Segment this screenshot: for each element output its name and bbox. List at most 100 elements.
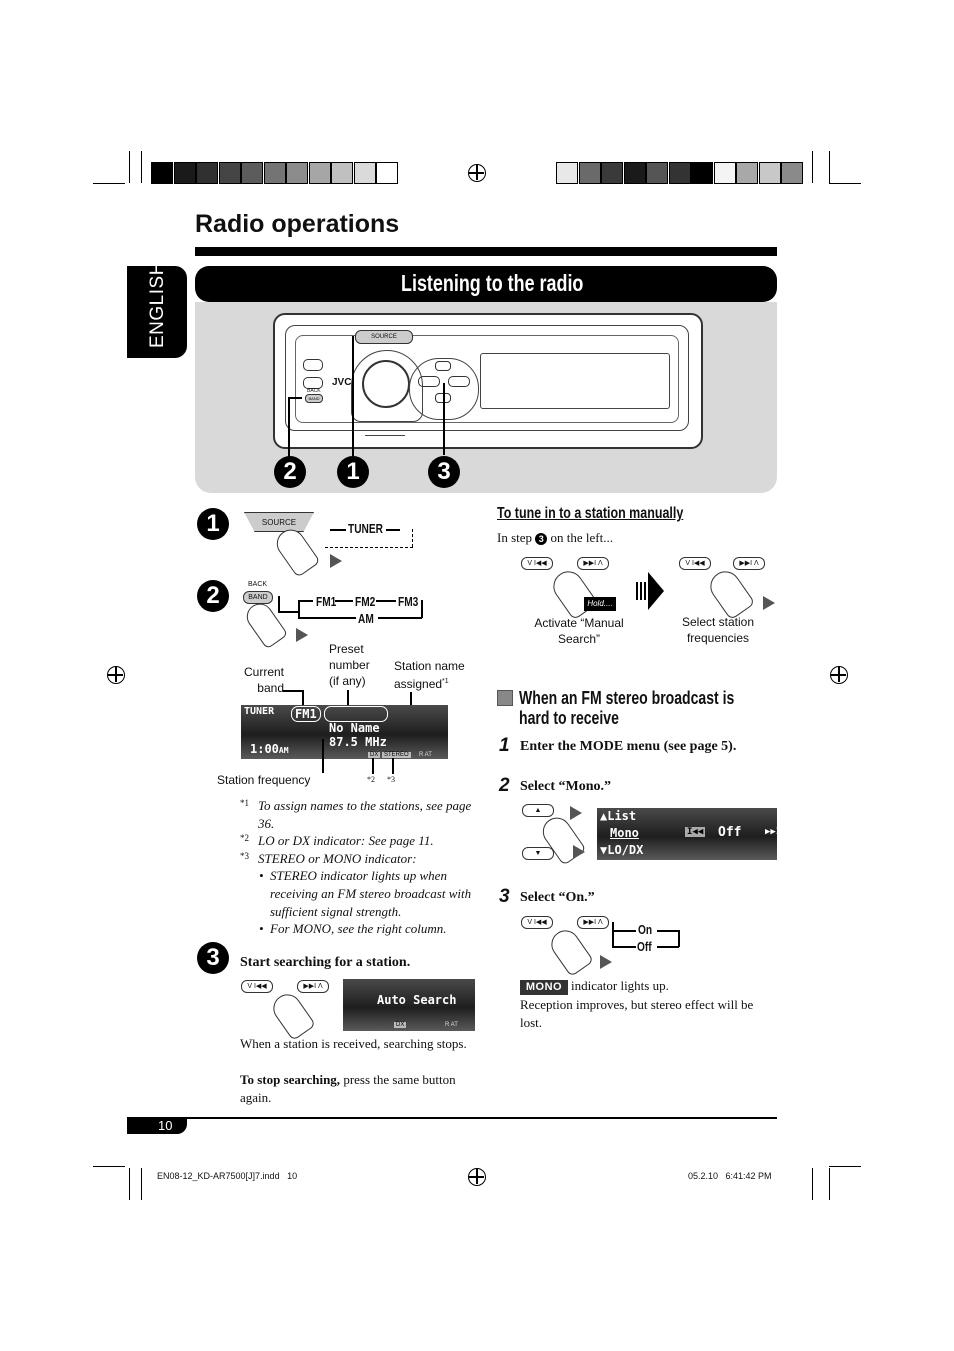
control-dial[interactable] <box>362 360 410 408</box>
color-swatch <box>218 162 241 184</box>
color-swatch <box>263 162 286 184</box>
search-result-text: When a station is received, searching st… <box>240 1036 467 1051</box>
bullet-marker: • <box>259 868 264 883</box>
fm-step-2-text: Select “Mono.” <box>520 779 611 794</box>
label-station-name: Station name assigned*1 <box>394 658 474 692</box>
car-stereo-unit: SOURCE BACK BAND JVC <box>273 313 703 449</box>
color-swatch <box>601 162 623 184</box>
page-number-tab: 10 <box>127 1118 187 1134</box>
color-swatch <box>353 162 376 184</box>
lcd-frequency: 87.5 MHz <box>329 735 387 749</box>
stop-search-text: To stop searching, press the same button… <box>240 1071 470 1107</box>
menu-lodx-text: LO/DX <box>607 843 644 857</box>
hold-label: Hold.... <box>584 597 616 611</box>
footer-rule <box>127 1117 777 1119</box>
menu-lodx: ▼LO/DX <box>600 843 644 857</box>
menu-list-text: List <box>607 809 637 823</box>
activate-manual-search-label: Activate “Manual Search” <box>534 616 624 646</box>
source-button-illustration: SOURCE <box>244 512 314 532</box>
footnote-2: LO or DX indicator: See page 11. <box>258 833 434 848</box>
color-swatch <box>376 162 398 184</box>
section-square-icon <box>497 690 513 706</box>
title-rule <box>195 247 777 256</box>
color-swatch <box>308 162 331 184</box>
page-number: 10 <box>158 1118 173 1133</box>
source-button[interactable]: SOURCE <box>355 330 413 344</box>
callout-3: 3 <box>428 456 460 488</box>
arrow-icon <box>573 845 585 859</box>
finger-icon <box>271 524 321 578</box>
finger-icon <box>545 924 595 978</box>
down-button-illustration: ▼ <box>522 847 554 860</box>
label-station-name-text: Station name assigned <box>394 659 465 691</box>
menu-next-icon: ▶▶I <box>765 827 782 837</box>
footnote-1: To assign names to the stations, see pag… <box>258 798 472 831</box>
color-swatch <box>713 162 736 184</box>
step-2-badge: 2 <box>197 580 229 612</box>
color-swatch <box>646 162 668 184</box>
band-fm3: FM3 <box>398 594 419 609</box>
footnote-3: STEREO or MONO indicator: <box>258 851 417 866</box>
callout-2: 2 <box>274 456 306 488</box>
lcd-band: FM1 <box>291 706 321 722</box>
intro-text-a: In step <box>497 530 533 545</box>
footnote-bullet-1: STEREO indicator lights up when receivin… <box>270 868 472 919</box>
registration-mark-right <box>830 666 848 684</box>
registration-mark-bottom <box>468 1168 486 1186</box>
language-tab-label: ENGLISH <box>147 261 168 348</box>
band-fm2: FM2 <box>355 594 376 609</box>
fm-step-3-num: 3 <box>499 886 510 907</box>
lcd-auto-search: Auto Search <box>377 993 457 1007</box>
lcd-dx: DX <box>368 752 381 758</box>
step-3-title: Start searching for a station. <box>240 955 411 970</box>
color-swatch <box>736 162 758 184</box>
section-bar-title: Listening to the radio <box>401 270 584 296</box>
color-swatch <box>173 162 196 184</box>
star2-label: *2 <box>367 775 375 784</box>
finger-icon <box>704 565 756 621</box>
lcd-dx: DX <box>394 1022 407 1028</box>
manual-tuning-intro: In step 3 on the left... <box>497 530 613 546</box>
label-current-band: Current band <box>243 665 284 695</box>
auto-search-lcd: Auto Search DX R AT <box>343 979 475 1031</box>
mono-result-text: indicator lights up. <box>571 978 669 993</box>
fm-step-1-text: Enter the MODE menu (see page 5). <box>520 739 737 754</box>
star3-label: *3 <box>387 775 395 784</box>
seek-down-button[interactable] <box>418 376 440 387</box>
lcd-clock-ampm: AM <box>278 746 289 755</box>
tuner-lcd-display: TUNER FM1 No Name 87.5 MHz 1:00AM DX STE… <box>241 705 448 759</box>
lcd-station-name: No Name <box>329 721 380 735</box>
menu-list: ▲List <box>600 809 637 823</box>
label-station-name-sup: *1 <box>442 678 449 685</box>
fm-step-2-num: 2 <box>499 775 510 796</box>
fm-stereo-heading: When an FM stereo broadcast is hard to r… <box>519 688 779 728</box>
color-swatch <box>151 162 173 184</box>
registration-mark-left <box>107 666 125 684</box>
lcd-rat: R AT <box>445 1022 458 1028</box>
registration-mark-top <box>468 164 486 182</box>
page-title: Radio operations <box>195 210 400 238</box>
seek-up-button-illustration: ▶▶I Λ <box>297 980 329 993</box>
fm-stereo-heading-text: When an FM stereo broadcast is hard to r… <box>519 688 735 728</box>
arrow-icon <box>600 955 612 969</box>
seek-down-button-illustration: V I◀◀ <box>679 557 711 570</box>
band-button[interactable]: BAND <box>305 394 323 403</box>
footnote-2-mark: *2 <box>240 833 249 843</box>
color-swatch <box>556 162 578 184</box>
label-station-frequency: Station frequency <box>217 773 311 787</box>
color-swatch <box>781 162 803 184</box>
label-preset-number: Preset number (if any) <box>329 642 370 688</box>
intro-text-b: on the left... <box>550 530 613 545</box>
step-1-badge: 1 <box>197 508 229 540</box>
band-am: AM <box>358 611 374 626</box>
color-swatch <box>668 162 691 184</box>
section-bar: Listening to the radio <box>195 266 777 302</box>
fm-step-1-num: 1 <box>499 735 510 756</box>
footnote-bullet-2: For MONO, see the right column. <box>270 921 447 936</box>
callout-1: 1 <box>337 456 369 488</box>
lcd-rat: R AT <box>419 752 432 758</box>
language-tab: ENGLISH <box>127 261 187 358</box>
finger-icon <box>241 598 289 650</box>
seek-up-button[interactable] <box>448 376 470 387</box>
back-label: BACK <box>307 388 321 394</box>
